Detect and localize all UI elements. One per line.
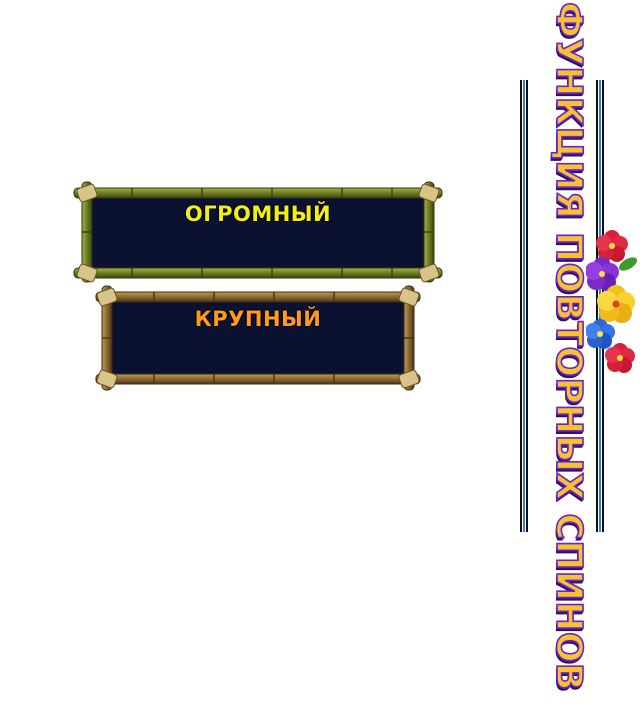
jackpot-panel-huge: ОГРОМНЫЙ <box>72 180 444 284</box>
jackpot-panel-big: КРУПНЫЙ <box>94 284 422 392</box>
jackpot-label-big: КРУПНЫЙ <box>194 307 322 331</box>
banner-title: ФУНКЦИЯ ПОВТОРНЫХ СПИНОВ <box>547 1 590 691</box>
banner-rail-left <box>520 80 530 532</box>
jackpot-label-huge: ОГРОМНЫЙ <box>184 202 332 226</box>
bamboo-frame-green <box>73 181 443 283</box>
respin-feature-banner: ФУНКЦИЯ ПОВТОРНЫХ СПИНОВ <box>512 0 642 711</box>
hibiscus-flowers-icon <box>586 230 638 373</box>
bamboo-frame-brown <box>95 285 421 391</box>
